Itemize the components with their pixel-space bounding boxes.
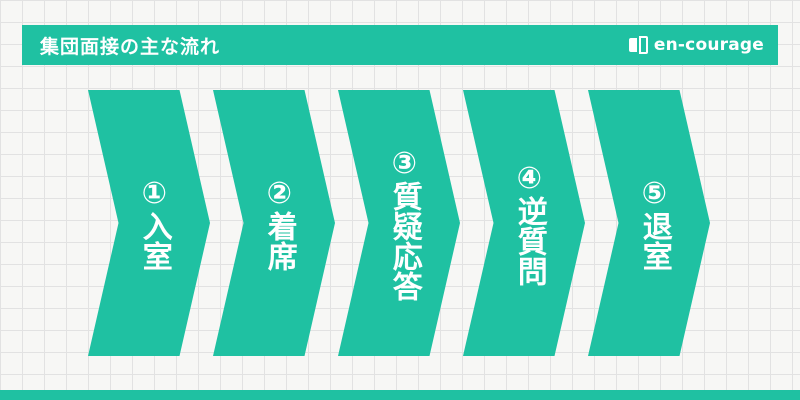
step-3-label: ③質疑応答 bbox=[386, 145, 422, 301]
header-bar: 集団面接の主な流れ en-courage bbox=[22, 25, 778, 65]
bottom-bar bbox=[0, 390, 800, 400]
page-title: 集団面接の主な流れ bbox=[40, 35, 221, 58]
step-1-label: ①入室 bbox=[136, 175, 172, 271]
step-3-arrow: ③質疑応答 bbox=[338, 90, 460, 356]
book-logo-icon bbox=[628, 36, 649, 54]
step-5-label: ⑤退室 bbox=[636, 175, 672, 271]
brand-logo: en-courage bbox=[628, 35, 764, 55]
step-4-label: ④逆質問 bbox=[511, 160, 547, 286]
step-4-arrow: ④逆質問 bbox=[463, 90, 585, 356]
logo-text: en-courage bbox=[653, 35, 764, 55]
step-5-arrow: ⑤退室 bbox=[588, 90, 710, 356]
step-2-label: ②着席 bbox=[261, 175, 297, 271]
step-1-arrow: ①入室 bbox=[88, 90, 210, 356]
step-2-arrow: ②着席 bbox=[213, 90, 335, 356]
